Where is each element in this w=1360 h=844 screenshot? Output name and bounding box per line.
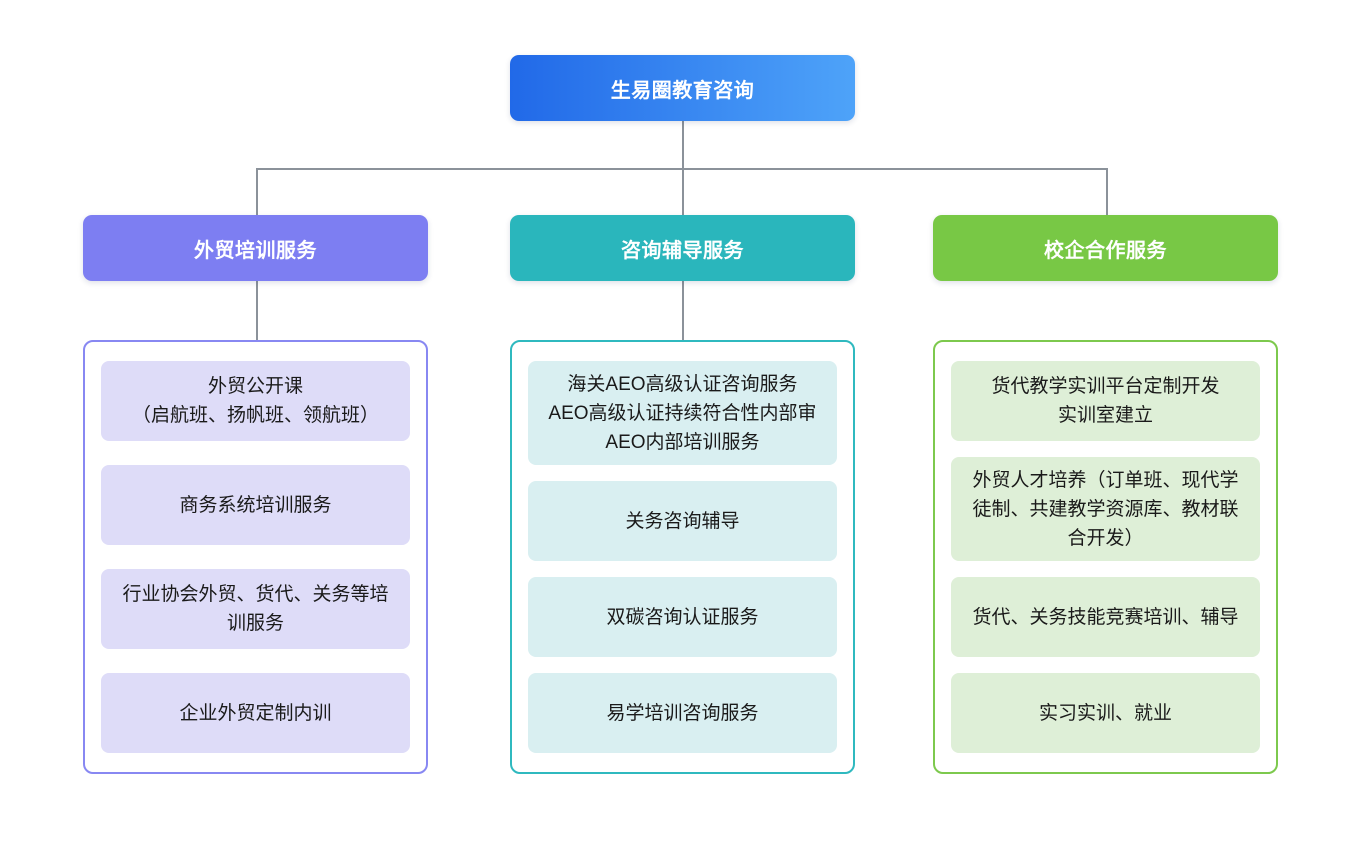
branch-header-consulting: 咨询辅导服务 (510, 215, 855, 281)
connector-root-vertical (682, 121, 684, 168)
group-school-enterprise: 货代教学实训平台定制开发 实训室建立 外贸人才培养（订单班、现代学徒制、共建教学… (933, 340, 1278, 774)
service-card: 关务咨询辅导 (528, 481, 837, 561)
service-card: 外贸人才培养（订单班、现代学徒制、共建教学资源库、教材联合开发） (951, 457, 1260, 561)
service-card: 易学培训咨询服务 (528, 673, 837, 753)
service-card: 货代、关务技能竞赛培训、辅导 (951, 577, 1260, 657)
root-node-label: 生易圈教育咨询 (610, 79, 755, 102)
service-card: 企业外贸定制内训 (101, 673, 410, 753)
connector-branch3-drop (1106, 168, 1108, 215)
service-card: 外贸公开课 （启航班、扬帆班、领航班） (101, 361, 410, 441)
branch-header-label: 咨询辅导服务 (621, 239, 744, 262)
group-trade-training: 外贸公开课 （启航班、扬帆班、领航班） 商务系统培训服务 行业协会外贸、货代、关… (83, 340, 428, 774)
service-card: 实习实训、就业 (951, 673, 1260, 753)
connector-branch1-drop (256, 168, 258, 215)
branch-header-label: 校企合作服务 (1044, 239, 1167, 262)
group-consulting: 海关AEO高级认证咨询服务 AEO高级认证持续符合性内部审 AEO内部培训服务 … (510, 340, 855, 774)
service-card: 海关AEO高级认证咨询服务 AEO高级认证持续符合性内部审 AEO内部培训服务 (528, 361, 837, 465)
service-card: 货代教学实训平台定制开发 实训室建立 (951, 361, 1260, 441)
service-card: 商务系统培训服务 (101, 465, 410, 545)
connector-horizontal (256, 168, 1106, 170)
branch-header-trade-training: 外贸培训服务 (83, 215, 428, 281)
root-node: 生易圈教育咨询 (510, 55, 855, 121)
service-card: 行业协会外贸、货代、关务等培训服务 (101, 569, 410, 649)
connector-branch2-drop (682, 168, 684, 215)
service-card: 双碳咨询认证服务 (528, 577, 837, 657)
connector-branch2-to-group (682, 281, 684, 340)
connector-branch1-to-group (256, 281, 258, 340)
branch-header-label: 外贸培训服务 (194, 239, 317, 262)
branch-header-school-enterprise: 校企合作服务 (933, 215, 1278, 281)
